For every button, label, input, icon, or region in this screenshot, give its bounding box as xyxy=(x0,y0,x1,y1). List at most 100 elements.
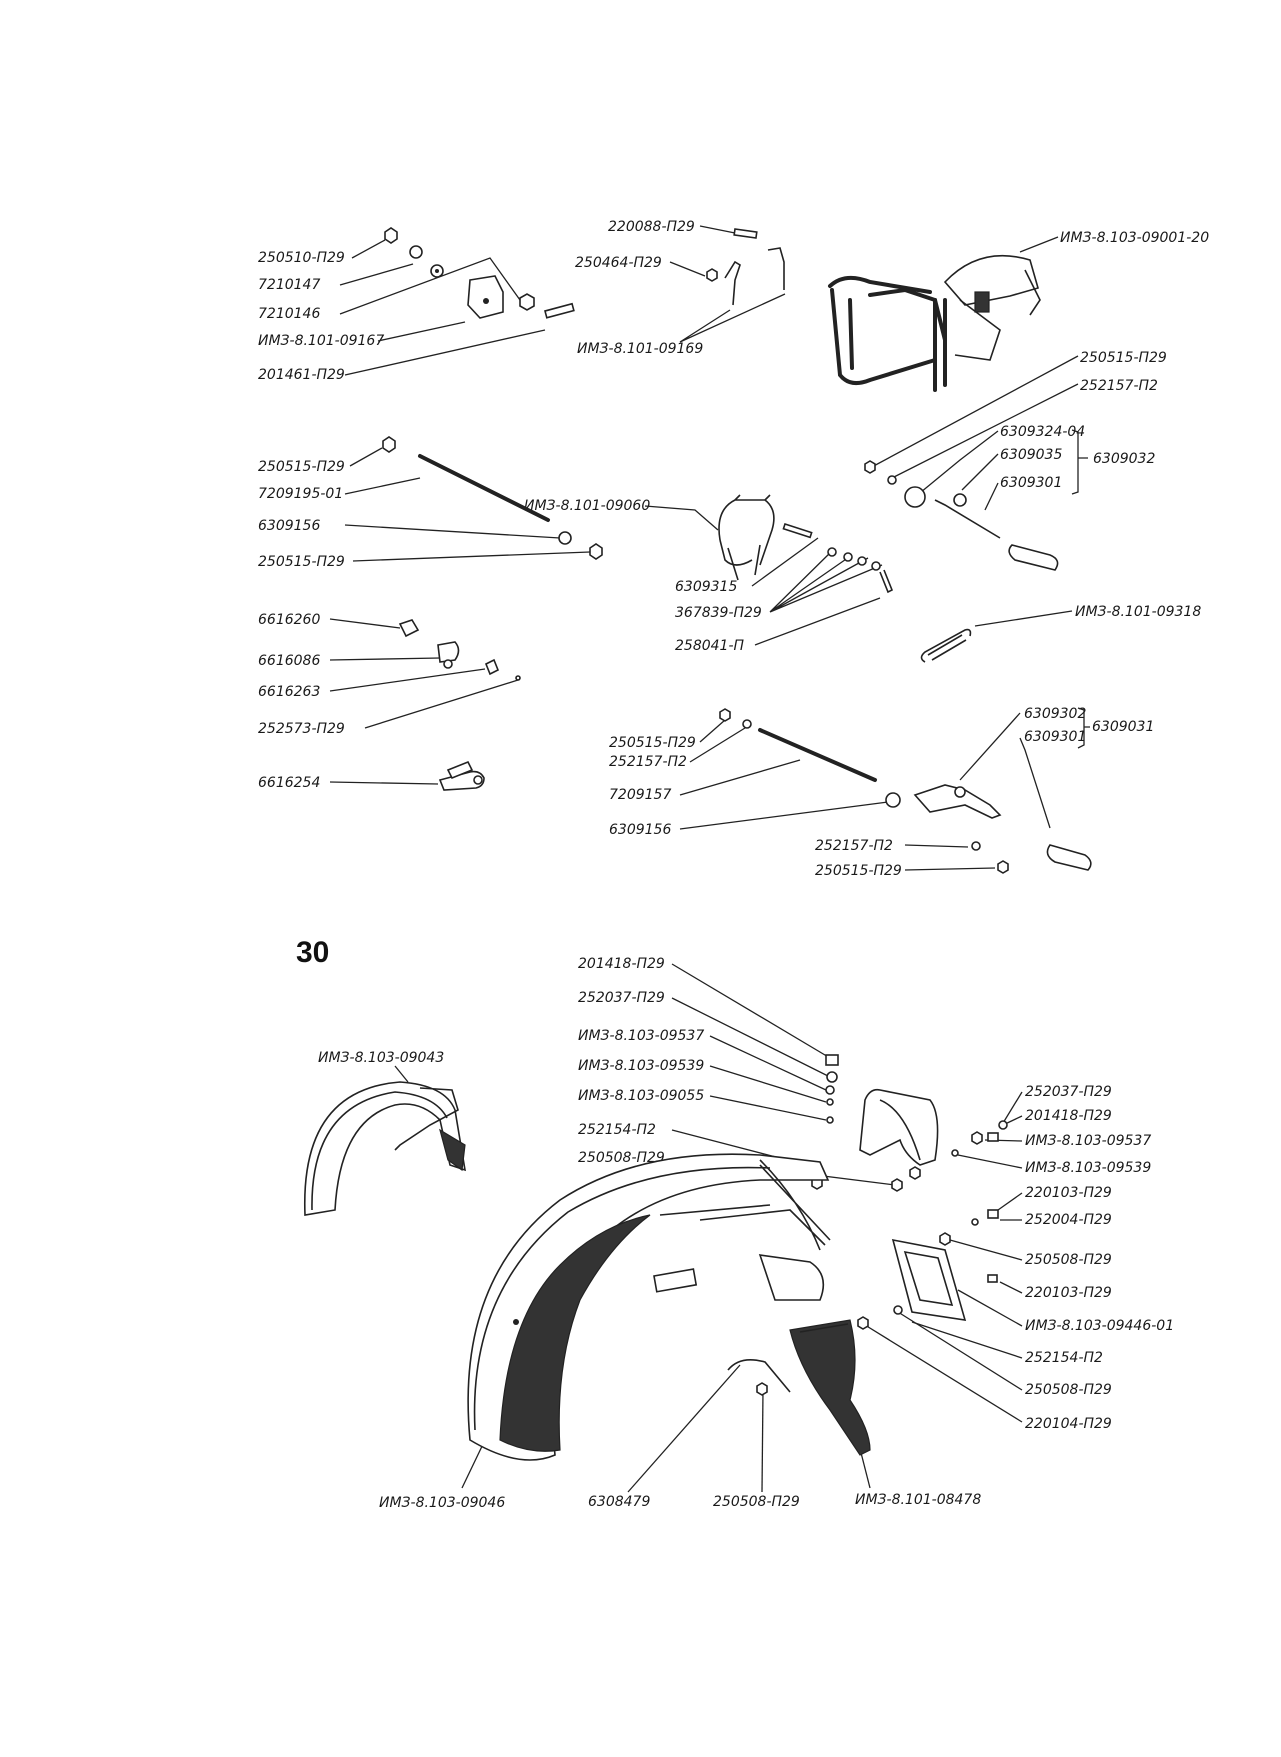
bolt-220103 xyxy=(987,1209,999,1219)
label-6309324-04: 6309324-04 xyxy=(1000,424,1085,440)
leader-line xyxy=(329,781,439,785)
spacer-09055 xyxy=(826,1116,834,1124)
bracket-09167 xyxy=(467,275,504,319)
leader-line xyxy=(339,263,414,286)
leader-line xyxy=(671,963,831,1059)
label-201418-p29-b: 201418-П29 xyxy=(1025,1108,1112,1124)
washer xyxy=(887,475,897,485)
label-6309301-b: 6309301 xyxy=(1024,729,1086,745)
label-220088-p29: 220088-П29 xyxy=(608,219,695,235)
leader-line xyxy=(329,618,401,629)
leader-line xyxy=(329,657,441,661)
label-imz-8-103-09537-b: ИМЗ-8.103-09537 xyxy=(1025,1133,1151,1149)
bracket-group-6309032 xyxy=(1071,429,1088,495)
leader-line xyxy=(1019,737,1051,829)
leader-line xyxy=(461,1439,486,1489)
leader-line xyxy=(699,719,726,743)
leader-line xyxy=(999,1281,1023,1294)
spring-coils xyxy=(927,634,967,661)
label-7209157: 7209157 xyxy=(609,787,671,803)
leader-line xyxy=(351,239,386,259)
washer xyxy=(827,547,837,557)
lock-body-6616086 xyxy=(437,641,460,663)
fender-clamp xyxy=(653,1268,698,1293)
group-fender-bracket: 201418-П29 252037-П29 ИМЗ-8.103-09537 ИМ… xyxy=(578,956,939,1192)
leader-line xyxy=(869,355,1079,469)
frame-plate xyxy=(974,291,990,313)
label-250515-p29-d: 250515-П29 xyxy=(609,735,696,751)
leader-line xyxy=(897,1311,1023,1391)
bolt-201418 xyxy=(825,1054,839,1066)
leader-line xyxy=(671,997,831,1078)
nut-250508-b xyxy=(756,1382,768,1396)
leader-line xyxy=(961,453,999,491)
rear-fender-hole xyxy=(513,1319,519,1325)
frame-mid xyxy=(868,287,947,342)
leader-line xyxy=(769,549,883,613)
nut xyxy=(864,460,876,474)
label-imz-8-103-09046: ИМЗ-8.103-09046 xyxy=(379,1495,505,1511)
label-252037-p29: 252037-П29 xyxy=(578,990,665,1006)
label-250508-p29-d: 250508-П29 xyxy=(713,1494,800,1510)
group-bracket-top-left: 250510-П29 7210147 7210146 ИМЗ-8.101-091… xyxy=(258,227,575,383)
rear-fender-stay xyxy=(699,1159,831,1251)
lock-pin-6616263 xyxy=(484,658,500,676)
pin-252573 xyxy=(515,675,521,681)
figure-number: 30 xyxy=(296,936,329,969)
rear-fender-stripe xyxy=(499,1214,651,1452)
key-second xyxy=(446,760,474,780)
leader-line xyxy=(669,261,706,277)
label-252037-p29-b: 252037-П29 xyxy=(1025,1084,1112,1100)
group-footrest-left: 250515-П29 252157-П2 7209157 6309156 630… xyxy=(609,706,1154,879)
bolt-201461 xyxy=(544,302,575,319)
leader-line xyxy=(377,321,466,342)
fender-inner-panel xyxy=(758,1254,825,1301)
nut-250508 xyxy=(891,1178,903,1192)
label-250515-p29: 250515-П29 xyxy=(1080,350,1167,366)
label-imz-8-103-09539: ИМЗ-8.103-09539 xyxy=(578,1058,704,1074)
leader-line xyxy=(754,597,881,646)
leader-line xyxy=(394,1065,409,1083)
leader-line xyxy=(709,1065,827,1103)
rod-7209195 xyxy=(418,454,550,522)
clip-left xyxy=(724,260,741,306)
cotter-pin-258041 xyxy=(879,569,894,594)
label-imz-8-101-09169: ИМЗ-8.101-09169 xyxy=(577,341,703,357)
leader-line xyxy=(984,482,999,511)
label-imz-8-103-09446-01: ИМЗ-8.103-09446-01 xyxy=(1025,1318,1174,1334)
label-6309031: 6309031 xyxy=(1092,719,1154,735)
washer xyxy=(951,1149,959,1157)
leader-line xyxy=(974,610,1073,627)
front-fender-stay xyxy=(394,1087,459,1151)
group-frame-top-right: ИМЗ-8.103-09001-20 xyxy=(828,230,1209,392)
leader-line xyxy=(864,1324,1023,1423)
leader-line xyxy=(344,329,546,376)
label-6309035: 6309035 xyxy=(1000,447,1062,463)
label-6309032: 6309032 xyxy=(1093,451,1155,467)
front-fender-stripe xyxy=(311,1091,448,1211)
clip-6308479 xyxy=(727,1359,791,1393)
group-plate: 252037-П29 201418-П29 ИМЗ-8.103-09537 ИМ… xyxy=(857,1084,1174,1432)
label-201461-p29: 201461-П29 xyxy=(258,367,345,383)
leader-line xyxy=(904,867,996,871)
pin-6309315 xyxy=(782,522,813,539)
leader-line xyxy=(957,1289,1023,1327)
frame-down-tube xyxy=(830,288,937,386)
group-stand-rod: 250515-П29 7209195-01 6309156 250515-П29… xyxy=(258,436,894,654)
lock-cap-6616260 xyxy=(398,619,420,638)
label-252573-p29: 252573-П29 xyxy=(258,721,345,737)
label-6616260: 6616260 xyxy=(258,612,320,628)
leader-line xyxy=(699,225,736,234)
leader-line xyxy=(679,759,801,796)
label-imz-8-101-08478: ИМЗ-8.101-08478 xyxy=(855,1492,981,1508)
leader-line xyxy=(627,1364,741,1493)
group-footrest-right: 250515-П29 252157-П2 6309324-04 6309035 … xyxy=(864,350,1167,571)
rear-fender-brace xyxy=(659,1204,771,1216)
washer-252037 xyxy=(826,1071,838,1083)
nut xyxy=(589,543,603,560)
nut xyxy=(719,708,731,722)
label-250508-p29: 250508-П29 xyxy=(578,1150,665,1166)
leader-line xyxy=(339,257,521,315)
label-6616263: 6616263 xyxy=(258,684,320,700)
